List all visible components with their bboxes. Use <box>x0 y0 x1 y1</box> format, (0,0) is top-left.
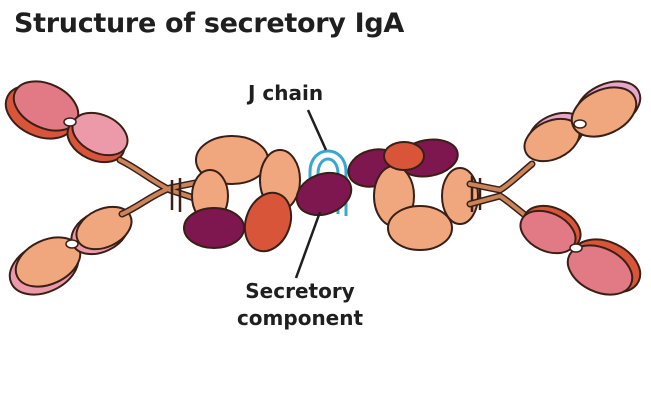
secretory-component-label: Secretory component <box>220 278 380 332</box>
right-lower-fab-arm <box>519 204 642 296</box>
left-lower-fab-arm <box>8 205 133 296</box>
secretory-component-label-line2: component <box>236 306 364 330</box>
secretory-component-label-line1: Secretory <box>245 279 355 303</box>
left-iga-monomer <box>4 80 301 296</box>
right-upper-fab-arm <box>523 80 642 163</box>
secretory-component-leader-line <box>294 211 322 279</box>
j-chain-label: J chain <box>248 81 324 105</box>
diagram-title: Structure of secretory IgA <box>14 8 405 39</box>
right-iga-monomer <box>373 80 642 296</box>
right-fc-region <box>373 141 479 251</box>
left-upper-fab-arm <box>4 80 129 164</box>
left-fc-region <box>183 135 301 253</box>
j-chain-leader-line <box>306 109 328 151</box>
